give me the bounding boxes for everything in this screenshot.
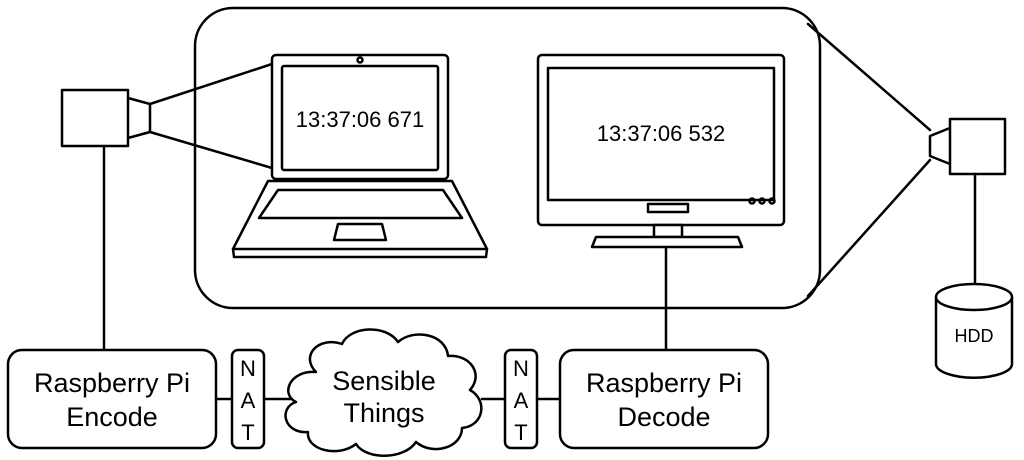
encode-label-line1: Raspberry Pi [34, 368, 190, 398]
monitor-control-dot-2 [758, 197, 766, 205]
monitor-control-dot-3 [768, 197, 776, 205]
laptop-screen-frame [270, 53, 450, 181]
monitor-control-dot-1 [748, 197, 756, 205]
monitor-screen [546, 66, 776, 202]
monitor-stand [590, 235, 744, 249]
laptop-trackpad [332, 222, 388, 242]
monitor-timestamp: 13:37:06 532 [597, 121, 725, 146]
laptop-screen [280, 64, 440, 172]
raspberry-pi-encode: Raspberry Pi Encode [6, 348, 218, 450]
laptop-front-edge [231, 247, 489, 259]
cloud-shape [284, 328, 483, 457]
recording-camera-lens [928, 126, 952, 166]
encoder-camera [60, 62, 274, 352]
laptop-keyboard-area [257, 188, 464, 220]
nat-right: N A T [503, 348, 539, 450]
recording-camera-body [948, 117, 1007, 176]
nat-left-letter-t: T [241, 420, 254, 445]
monitor-button-strip [646, 202, 690, 214]
laptop: 13:37:06 671 [231, 53, 489, 259]
encode-box [6, 348, 218, 450]
display-scene-box [193, 6, 822, 310]
nat-left: N A T [230, 348, 266, 450]
encode-label-line2: Encode [66, 402, 158, 432]
encoder-camera-view-bottom [148, 130, 274, 170]
laptop-timestamp: 13:37:06 671 [296, 107, 424, 132]
laptop-webcam-icon [356, 56, 364, 64]
monitor: 13:37:06 532 [536, 53, 786, 249]
recording-camera [806, 22, 1007, 298]
decode-label-line1: Raspberry Pi [586, 368, 742, 398]
hdd-storage: HDD [934, 282, 1014, 379]
decode-box [558, 348, 770, 450]
hdd-body [934, 297, 1014, 379]
nat-right-letter-n: N [513, 356, 529, 381]
recording-camera-view-top [806, 22, 932, 132]
hdd-label: HDD [955, 326, 994, 346]
decode-label-line2: Decode [617, 402, 710, 432]
cloud-label-line1: Sensible [332, 366, 436, 396]
recording-camera-view-bottom [806, 158, 932, 298]
monitor-neck [652, 223, 684, 239]
cloud-label-line2: Things [343, 398, 424, 428]
nat-right-letter-a: A [514, 388, 529, 413]
encoder-camera-view-top [148, 62, 274, 106]
nat-right-letter-t: T [514, 420, 527, 445]
sensible-things-cloud: Sensible Things [284, 328, 483, 457]
hdd-top [934, 282, 1014, 312]
raspberry-pi-decode: Raspberry Pi Decode [558, 348, 770, 450]
nat-left-letter-n: N [240, 356, 256, 381]
nat-left-letter-a: A [241, 388, 256, 413]
encoder-camera-lens [126, 96, 152, 140]
encoder-camera-body [60, 88, 130, 148]
